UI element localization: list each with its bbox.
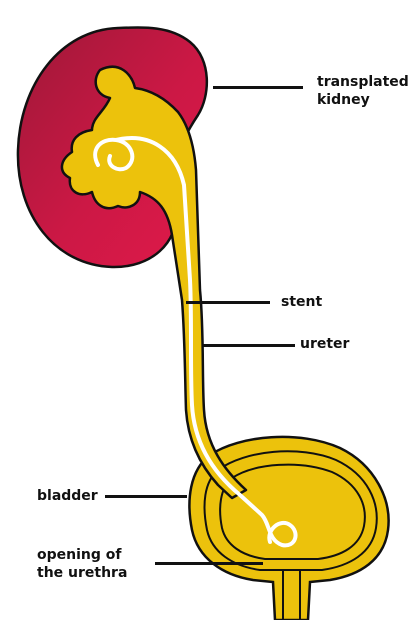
label-stent: stent — [281, 293, 322, 311]
bladder-leader-line — [105, 495, 187, 498]
urethra-leader-line — [155, 562, 263, 565]
label-transplated-kidney: transplated kidney — [317, 73, 409, 109]
renal-pelvis-and-ureter — [62, 67, 246, 498]
label-opening-of-the-urethra: opening of the urethra — [37, 546, 127, 582]
label-ureter: ureter — [300, 335, 349, 353]
kidney-leader-line — [213, 86, 303, 89]
label-bladder: bladder — [37, 487, 98, 505]
stent-leader-line — [186, 301, 270, 304]
ureter-leader-line — [203, 344, 295, 347]
